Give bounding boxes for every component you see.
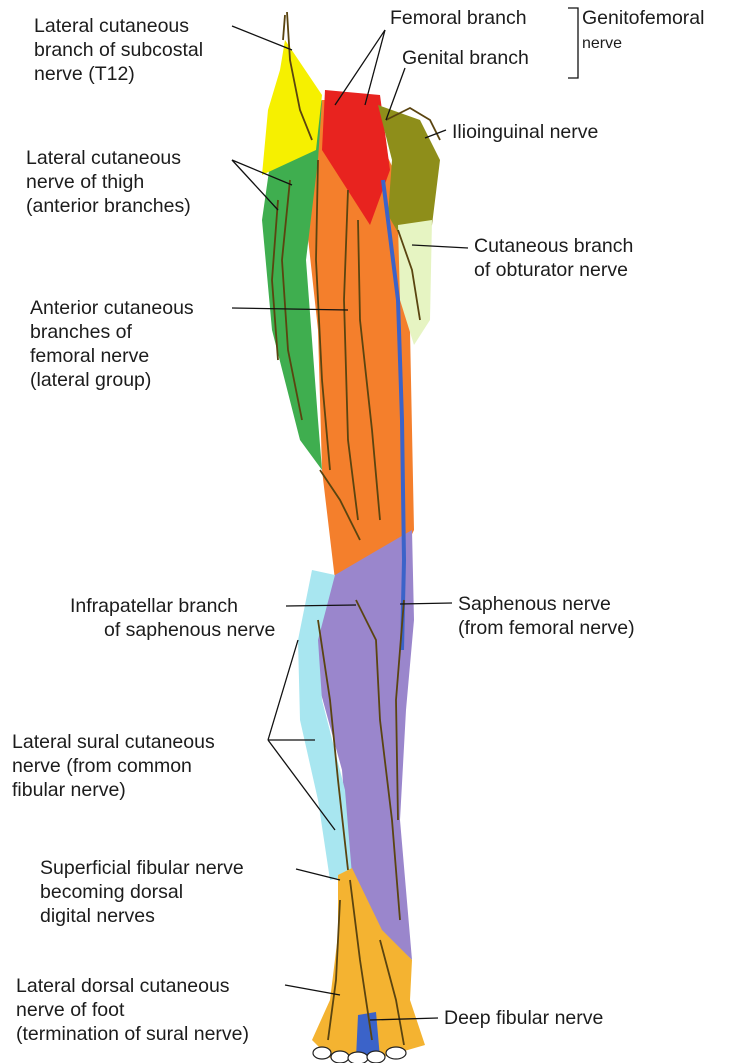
genitofemoral-bracket (568, 8, 578, 78)
toe (386, 1047, 406, 1059)
toe (367, 1051, 385, 1063)
label-infrapatellar-branch: Infrapatellar branch of saphenous nerve (70, 594, 275, 642)
leader-lat-sural (268, 640, 298, 740)
toe (313, 1047, 331, 1059)
label-cutaneous-branch-obturator: Cutaneous branch of obturator nerve (474, 234, 633, 282)
label-lateral-dorsal-cutaneous: Lateral dorsal cutaneous nerve of foot (… (16, 974, 249, 1046)
label-anterior-cutaneous-femoral: Anterior cutaneous branches of femoral n… (30, 296, 194, 392)
label-deep-fibular-nerve: Deep fibular nerve (444, 1006, 603, 1030)
label-genitofemoral-nerve: Genitofemoral nerve (582, 6, 704, 54)
label-lateral-sural-cutaneous: Lateral sural cutaneous nerve (from comm… (12, 730, 215, 802)
leader-femoral-branch-2 (365, 30, 385, 105)
nerve-branch (283, 15, 285, 40)
label-lateral-cutaneous-subcostal: Lateral cutaneous branch of subcostal ne… (34, 14, 203, 86)
label-femoral-branch: Femoral branch (390, 6, 527, 30)
label-superficial-fibular-nerve: Superficial fibular nerve becoming dorsa… (40, 856, 244, 928)
toe (331, 1051, 349, 1063)
label-ilioinguinal-nerve: Ilioinguinal nerve (452, 120, 598, 144)
toe (348, 1052, 368, 1063)
label-saphenous-nerve: Saphenous nerve (from femoral nerve) (458, 592, 635, 640)
label-genital-branch: Genital branch (402, 46, 529, 70)
label-lateral-cutaneous-thigh: Lateral cutaneous nerve of thigh (anteri… (26, 146, 191, 218)
